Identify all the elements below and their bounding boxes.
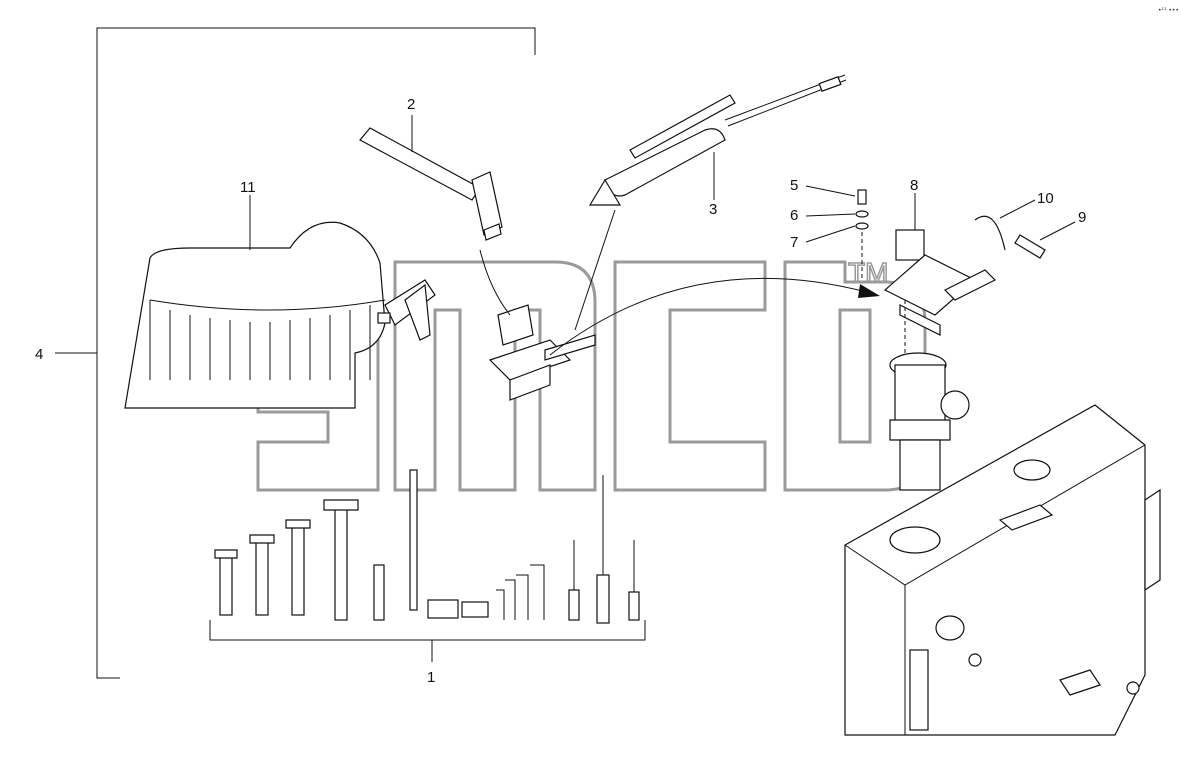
callout-11: 11 xyxy=(240,179,256,196)
callout-2: 2 xyxy=(407,96,415,113)
callout-6: 6 xyxy=(790,207,798,224)
watermark-tm: TM xyxy=(848,257,888,288)
callout-4: 4 xyxy=(35,346,43,363)
tank xyxy=(844,404,1161,736)
tool-bag xyxy=(124,221,436,409)
transfer-arrow xyxy=(549,277,880,356)
kit-bracket xyxy=(55,27,536,679)
center-bracket xyxy=(479,209,616,401)
corner-code: •¹¹ ••• xyxy=(1158,7,1179,14)
callout-9: 9 xyxy=(1078,209,1086,226)
callout-1: 1 xyxy=(427,669,435,686)
callout-3: 3 xyxy=(709,201,717,218)
grease-gun xyxy=(588,74,847,206)
bracket-assembly xyxy=(855,189,1046,420)
callout-5: 5 xyxy=(790,177,798,194)
callout-10: 10 xyxy=(1037,190,1054,207)
hammer xyxy=(359,127,503,241)
callout-7: 7 xyxy=(790,234,798,251)
valve-unit xyxy=(889,352,970,491)
hand-tools xyxy=(209,469,646,662)
leader-lines xyxy=(249,115,1076,250)
callout-8: 8 xyxy=(910,177,918,194)
